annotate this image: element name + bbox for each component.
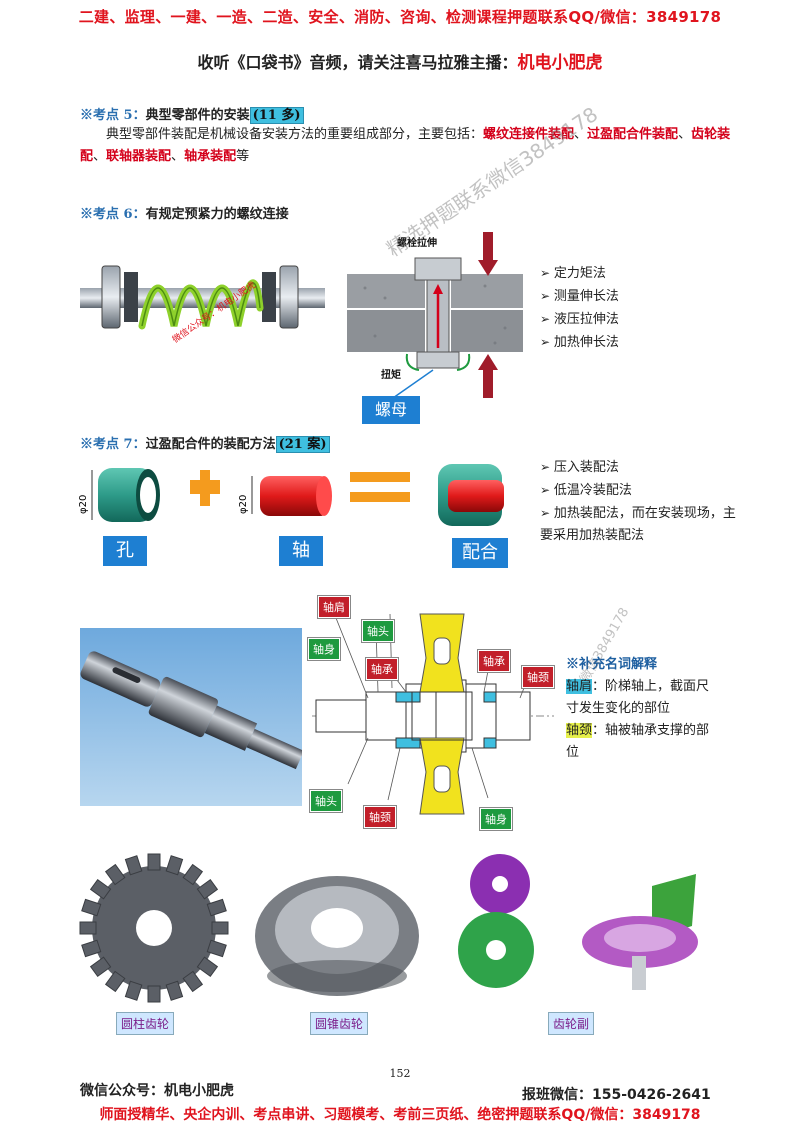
kp7-prefix: ※考点 7： xyxy=(80,437,146,452)
kp5-body: 典型零部件装配是机械设备安装方法的重要组成部分，主要包括：螺纹连接件装配、过盈配… xyxy=(80,124,740,168)
kp5-title: 典型零部件的安装 xyxy=(145,108,250,123)
kp6-method-2: 测量伸长法 xyxy=(540,285,619,308)
anchor-name: 机电小肥虎 xyxy=(517,53,603,73)
dim-hole: φ20 xyxy=(78,495,89,514)
spring-bolt-illustration: 微信公众号：机电小肥虎 xyxy=(80,265,325,345)
dim-shaft: φ20 xyxy=(238,495,249,514)
kp7-title: 过盈配合件的装配方法 xyxy=(145,437,276,452)
fit-label: 配合 xyxy=(452,538,508,568)
tag-journal-right: 轴颈 xyxy=(522,666,554,688)
term-shoulder: 轴肩：阶梯轴上，截面尺寸发生变化的部位 xyxy=(566,676,716,720)
term-journal: 轴颈：轴被轴承支撑的部位 xyxy=(566,720,716,764)
page-number: 152 xyxy=(389,1067,411,1080)
listen-text: 收听《口袋书》音频，请关注喜马拉雅主播： xyxy=(197,53,518,72)
listen-line: 收听《口袋书》音频，请关注喜马拉雅主播：机电小肥虎 xyxy=(0,48,800,73)
kp7-heading: ※考点 7：过盈配合件的装配方法(21 案) xyxy=(80,433,330,453)
kp5-heading: ※考点 5：典型零部件的安装(11 多) xyxy=(80,104,304,124)
tag-bearing-left: 轴承 xyxy=(366,658,398,680)
tag-bearing-right: 轴承 xyxy=(478,650,510,672)
tag-shoulder: 轴肩 xyxy=(318,596,350,618)
kp5-sep4: 、 xyxy=(171,149,185,164)
kp5-sep1: 、 xyxy=(574,127,588,142)
term-notes-title: ※补充名词解释 xyxy=(566,657,658,672)
kp5-hot1: 螺纹连接件装配 xyxy=(483,127,575,142)
shaft-label: 轴 xyxy=(279,536,323,566)
kp6-method-3: 液压拉伸法 xyxy=(540,308,619,331)
kp6-prefix: ※考点 6： xyxy=(80,207,146,222)
kp5-text: 典型零部件装配是机械设备安装方法的重要组成部分，主要包括： xyxy=(106,127,484,142)
term-journal-def: ：轴被轴承支撑的部位 xyxy=(566,723,710,760)
kp5-sep3: 、 xyxy=(93,149,107,164)
footer-wechat: 微信公众号：机电小肥虎 xyxy=(80,1083,234,1099)
tag-journal-bottom: 轴颈 xyxy=(364,806,396,828)
kp7-methods: 压入装配法 低温冷装配法 加热装配法，而在安装现场，主要采用加热装配法 xyxy=(540,456,740,547)
term-journal-word: 轴颈 xyxy=(566,723,593,738)
spur-gear-image xyxy=(79,853,229,1003)
kp6-method-1: 定力矩法 xyxy=(540,262,619,285)
kp5-hot4: 联轴器装配 xyxy=(106,149,172,164)
interference-fit-diagram: φ20 φ20 xyxy=(78,464,504,526)
spur-gear-caption: 圆柱齿轮 xyxy=(116,1012,175,1035)
bolt-section-diagram: 螺栓拉伸 扭矩 xyxy=(347,232,523,399)
kp5-hot2: 过盈配合件装配 xyxy=(587,127,679,142)
kp5-sep2: 、 xyxy=(678,127,692,142)
kp5-badge: (11 多) xyxy=(249,107,304,124)
nut-label: 螺母 xyxy=(362,396,420,424)
bolt-stretch-label: 螺栓拉伸 xyxy=(397,236,437,249)
kp5-hot5: 轴承装配 xyxy=(184,149,237,164)
stepped-shaft-render xyxy=(80,628,302,806)
footer-promo: 师面授精华、央企内训、考点串讲、习题模考、考前三页纸、绝密押题联系QQ/微信：3… xyxy=(99,1107,701,1123)
kp6-method-4: 加热伸长法 xyxy=(540,331,619,354)
footer-class: 报班微信：155-0426-2641 xyxy=(522,1087,711,1103)
kp5-hot3: 齿轮装配 xyxy=(80,127,731,164)
hole-label: 孔 xyxy=(103,536,147,566)
promo-banner: 二建、监理、一建、一造、二造、安全、消防、咨询、检测课程押题联系QQ/微信：38… xyxy=(78,8,722,26)
term-shoulder-word: 轴肩 xyxy=(566,679,593,694)
kp6-title: 有规定预紧力的螺纹连接 xyxy=(145,207,289,222)
term-notes: ※补充名词解释 轴肩：阶梯轴上，截面尺寸发生变化的部位 轴颈：轴被轴承支撑的部位 xyxy=(566,654,716,764)
gear-pair-caption: 齿轮副 xyxy=(548,1012,595,1035)
tag-head-top: 轴头 xyxy=(362,620,394,642)
kp5-prefix: ※考点 5： xyxy=(80,108,146,123)
tag-body-bottom: 轴身 xyxy=(480,808,512,830)
kp6-heading: ※考点 6：有规定预紧力的螺纹连接 xyxy=(80,203,289,222)
kp7-method-2: 低温冷装配法 xyxy=(540,479,740,502)
torque-label: 扭矩 xyxy=(381,368,401,381)
bevel-gear-image xyxy=(255,876,419,996)
tag-head-bottom: 轴头 xyxy=(310,790,342,812)
kp6-methods: 定力矩法 测量伸长法 液压拉伸法 加热伸长法 xyxy=(540,262,619,354)
term-shoulder-def: ：阶梯轴上，截面尺寸发生变化的部位 xyxy=(566,679,710,716)
tag-body-left: 轴身 xyxy=(308,638,340,660)
bevel-gear-caption: 圆锥齿轮 xyxy=(310,1012,369,1035)
kp7-method-1: 压入装配法 xyxy=(540,456,740,479)
shaft-assembly-diagram xyxy=(312,613,554,815)
gear-pair-image xyxy=(458,854,698,990)
kp5-tail: 等 xyxy=(236,149,250,164)
kp7-method-3: 加热装配法，而在安装现场，主要采用加热装配法 xyxy=(540,502,740,547)
kp7-badge: (21 案) xyxy=(275,436,330,453)
